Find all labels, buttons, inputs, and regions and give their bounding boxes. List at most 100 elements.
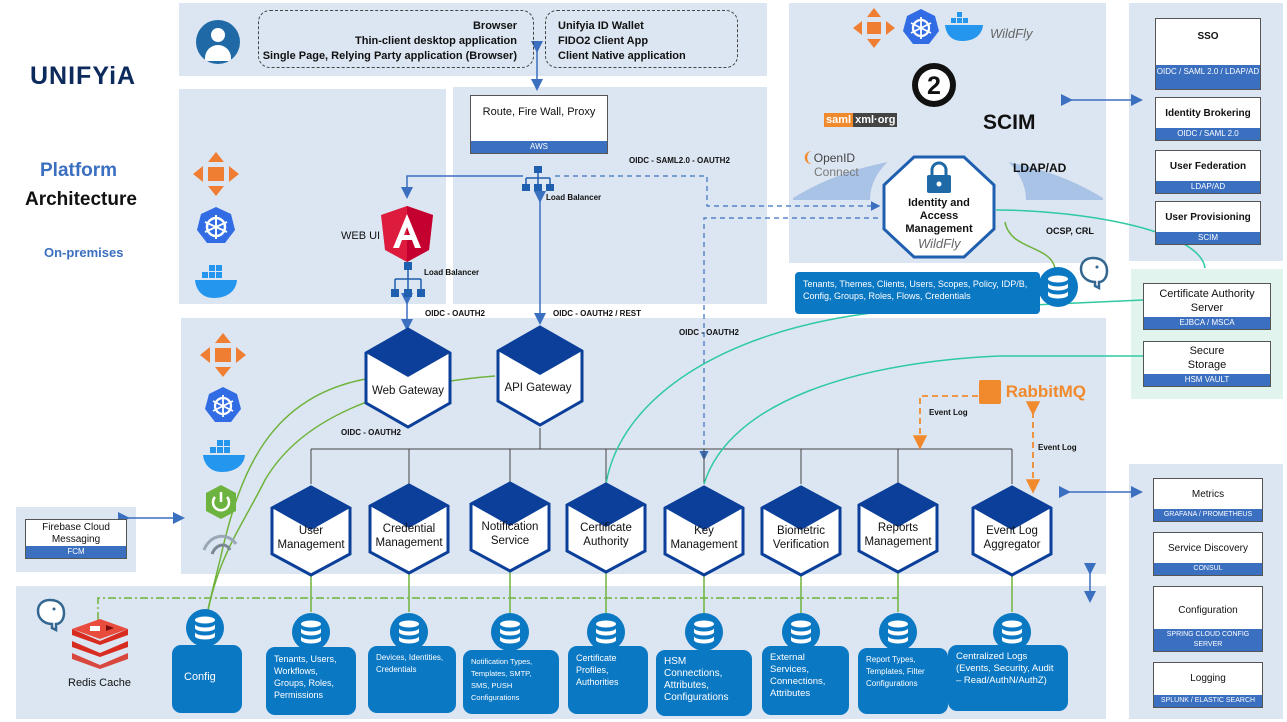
sso-box: SSO OIDC / SAML 2.0 / LDAP/AD — [1155, 18, 1261, 90]
proxy-lb-label: Load Balancer — [546, 193, 602, 202]
credential-data-store: Devices, Identities, Credentials — [368, 646, 456, 713]
iam-data-store: Tenants, Themes, Clients, Users, Scopes,… — [795, 272, 1040, 314]
network-icon — [853, 8, 895, 48]
spring-icon — [206, 485, 236, 519]
ca-server-title: Certificate Authority Server — [1159, 288, 1255, 314]
client-spa: Single Page, Relying Party application (… — [262, 50, 517, 62]
proxy-box: Route, Fire Wall, Proxy AWS — [470, 95, 608, 154]
federation-bar: LDAP/AD — [1156, 181, 1260, 193]
iam-title: Identity and Access Management — [905, 197, 973, 235]
biometric-verification-hex — [760, 485, 842, 577]
database-icon — [782, 613, 820, 651]
user-avatar-icon — [196, 20, 240, 64]
database-icon — [879, 613, 917, 651]
network-icon — [193, 152, 239, 196]
network-icon — [522, 166, 554, 191]
kubernetes-icon — [205, 387, 241, 422]
secure-storage-box: Secure Storage HSM VAULT — [1143, 341, 1271, 387]
provisioning-bar: SCIM — [1156, 232, 1260, 244]
firebase-box: Firebase Cloud Messaging FCM — [25, 519, 127, 559]
user-mgmt-data-store: Tenants, Users, Workflows, Groups, Roles… — [266, 647, 356, 715]
metrics-bar: GRAFANA / PROMETHEUS — [1154, 509, 1262, 521]
secure-storage-title: Secure Storage — [1187, 345, 1227, 371]
kubernetes-icon — [903, 9, 939, 44]
event-log-aggregator-hex — [971, 485, 1053, 577]
database-icon — [993, 613, 1031, 651]
deployment-label: On-premises — [44, 245, 124, 260]
brokering-title: Identity Brokering — [1165, 108, 1251, 119]
configuration-bar: SPRING CLOUD CONFIG SERVER — [1154, 629, 1262, 651]
web-lb-label: Load Balancer — [424, 268, 480, 277]
oidc-oauth-label-3: OIDC - OAUTH2 — [341, 428, 401, 437]
key-management-hex — [663, 485, 745, 577]
metrics-title: Metrics — [1191, 489, 1225, 500]
ocsp-label: OCSP, CRL — [1046, 226, 1094, 236]
angular-icon — [381, 206, 433, 262]
secure-storage-bar: HSM VAULT — [1144, 374, 1270, 386]
saml-text: saml — [824, 113, 854, 127]
oidc-rest-label: OIDC - OAUTH2 / REST — [553, 309, 642, 318]
credential-management-label: Credential Management — [375, 523, 443, 549]
event-log-aggregator-label: Event Log Aggregator — [983, 525, 1041, 551]
oauth-number: 2 — [927, 72, 941, 100]
sso-bar: OIDC / SAML 2.0 / LDAP/AD — [1156, 65, 1260, 89]
kubernetes-icon — [197, 207, 235, 243]
key-data-store: HSM Connections, Attributes, Configurati… — [656, 650, 752, 716]
client-fido: FIDO2 Client App — [558, 35, 649, 47]
logging-bar: SPLUNK / ELASTIC SEARCH — [1154, 695, 1262, 707]
api-gateway-hex — [496, 325, 584, 427]
client-browser: Browser — [472, 20, 517, 32]
iam-wildfly: WildFly — [918, 236, 961, 251]
api-gateway-label: API Gateway — [504, 382, 572, 394]
web-gateway-hex — [364, 327, 452, 429]
credential-management-hex — [368, 483, 450, 575]
notification-service-hex — [469, 481, 551, 573]
configuration-box: Configuration SPRING CLOUD CONFIG SERVER — [1153, 586, 1263, 652]
federation-title: User Federation — [1169, 161, 1247, 172]
discovery-title: Service Discovery — [1167, 543, 1249, 554]
iam-octagon — [882, 155, 996, 259]
lock-icon — [927, 161, 951, 193]
provisioning-title: User Provisioning — [1165, 212, 1251, 223]
client-group-native: Unifyia ID Wallet FIDO2 Client App Clien… — [545, 10, 738, 68]
oidc-oauth-label-1: OIDC - OAUTH2 — [425, 309, 485, 318]
openid-logo: ❨OpenID Connect — [802, 149, 859, 179]
notification-data-store: Notification Types, Templates, SMTP, SMS… — [463, 650, 559, 714]
discovery-box: Service Discovery CONSUL — [1153, 532, 1263, 576]
notification-service-label: Notification Service — [481, 521, 539, 547]
xml-text: xml·org — [853, 113, 898, 127]
reports-management-label: Reports Management — [864, 522, 932, 548]
docker-icon — [203, 440, 245, 472]
client-wallet: Unifyia ID Wallet — [558, 20, 644, 32]
key-management-label: Key Management — [670, 525, 738, 551]
rabbit-icon — [979, 380, 1001, 404]
web-ui-label: WEB UI — [341, 230, 381, 242]
postgres-icon — [36, 598, 66, 632]
discovery-bar: CONSUL — [1154, 563, 1262, 575]
unifyia-logo: UNIFYiA — [30, 62, 137, 90]
client-group-browser: Browser Thin-client desktop application … — [258, 10, 534, 68]
oidc-oauth-label-2: OIDC - OAUTH2 — [679, 328, 739, 337]
database-icon — [390, 613, 428, 651]
brokering-box: Identity Brokering OIDC / SAML 2.0 — [1155, 97, 1261, 141]
config-data-store: Config — [172, 645, 242, 713]
proxy-bar: AWS — [471, 141, 607, 153]
brokering-bar: OIDC / SAML 2.0 — [1156, 128, 1260, 140]
certificate-authority-label: Certificate Authority — [580, 522, 632, 548]
event-log-label-1: Event Log — [929, 408, 968, 417]
federation-box: User Federation LDAP/AD — [1155, 150, 1261, 194]
certificate-authority-hex — [565, 482, 647, 574]
user-management-label: User Management — [277, 525, 345, 551]
ca-server-bar: EJBCA / MSCA — [1144, 317, 1270, 329]
biometric-data-store: External Services, Connections, Attribut… — [762, 646, 849, 715]
clients-panel — [179, 3, 767, 76]
provisioning-box: User Provisioning SCIM — [1155, 201, 1261, 245]
reports-management-hex — [857, 482, 939, 574]
certificate-data-store: Certificate Profiles, Authorities — [568, 646, 648, 714]
oauth-logo: 2 — [912, 63, 956, 107]
scim-logo: SCIM — [983, 111, 1036, 134]
redis-label: Redis Cache — [68, 677, 131, 689]
user-management-hex — [270, 485, 352, 577]
client-native: Client Native application — [558, 50, 686, 62]
database-icon — [186, 609, 224, 647]
